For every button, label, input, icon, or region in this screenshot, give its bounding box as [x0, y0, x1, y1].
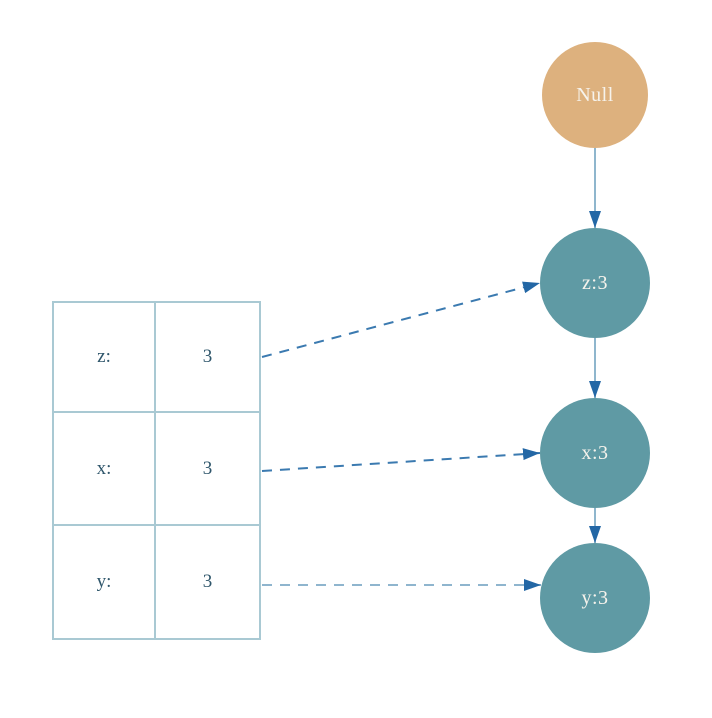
table-cell-y-name: y:: [54, 526, 156, 638]
table-cell-y-value: 3: [202, 571, 213, 592]
edge-ref-z: [261, 281, 541, 358]
node-z-label: z:3: [582, 271, 608, 294]
table-cell-z-value: 3: [156, 303, 259, 413]
node-x: x:3: [540, 398, 650, 508]
node-z: z:3: [540, 228, 650, 338]
node-null: Null: [542, 42, 648, 148]
table-cell-x-name: x:: [54, 413, 156, 526]
node-x-label: x:3: [581, 441, 609, 464]
node-y: y:3: [540, 543, 650, 653]
edge-ref-x: [261, 448, 541, 472]
table-cell-x-value: 3: [156, 413, 259, 526]
node-null-label: Null: [576, 83, 614, 106]
variable-table: z: 3 x: 3 y: 3: [52, 301, 261, 640]
node-y-label: y:3: [581, 586, 609, 609]
table-cell-z-name: z:: [54, 303, 156, 413]
